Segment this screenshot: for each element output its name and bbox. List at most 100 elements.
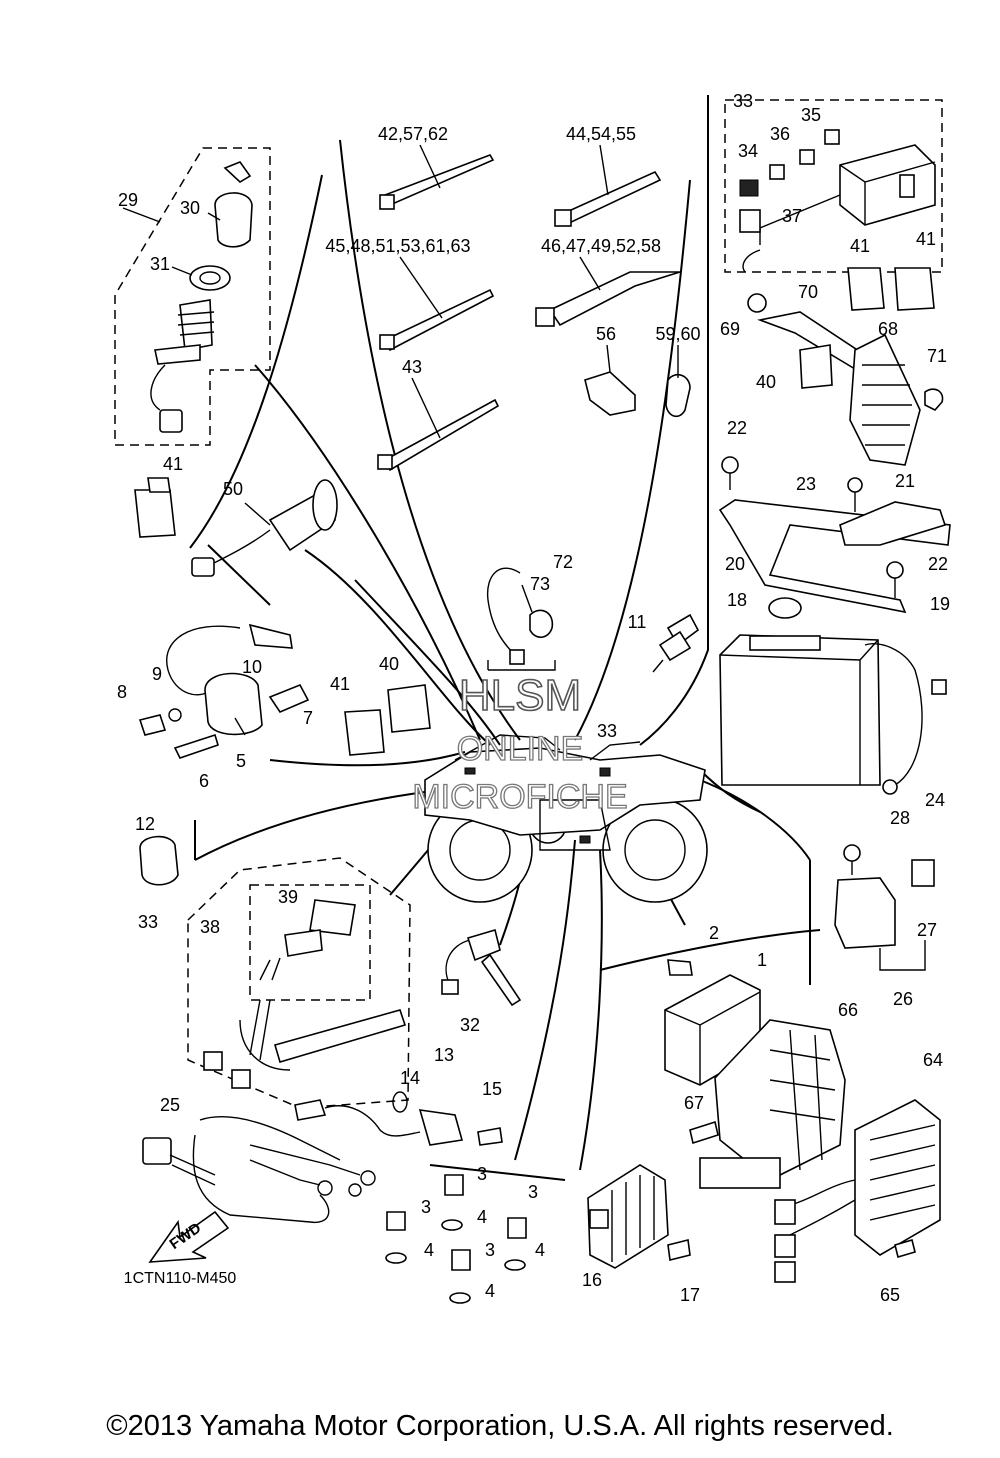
callout-10: 10 bbox=[242, 657, 262, 677]
callout-9: 9 bbox=[152, 664, 162, 684]
diagram-code: 1CTN110-M450 bbox=[124, 1270, 237, 1287]
relay-41-left bbox=[134, 477, 176, 538]
callout-37: 37 bbox=[782, 206, 802, 226]
fwd-arrow-icon: FWD bbox=[148, 1210, 230, 1263]
wire-harness-38 bbox=[203, 899, 407, 1089]
callout-4: 4 bbox=[477, 1207, 487, 1227]
spark-plug-11 bbox=[652, 613, 700, 673]
callout-67: 67 bbox=[684, 1093, 704, 1113]
callout-35: 35 bbox=[801, 105, 821, 125]
callout-22: 22 bbox=[727, 418, 747, 438]
bracket-66 bbox=[699, 1019, 846, 1189]
callout-34: 34 bbox=[738, 141, 758, 161]
callout-21: 21 bbox=[895, 471, 915, 491]
callout-1: 1 bbox=[757, 950, 767, 970]
sensor-12 bbox=[139, 835, 179, 886]
callout-20: 20 bbox=[725, 554, 745, 574]
starter-relay-26 bbox=[834, 844, 935, 971]
callout-14: 14 bbox=[400, 1068, 420, 1088]
callout-6: 6 bbox=[199, 771, 209, 791]
callout-labels: 29 30 31 41 50 42,57,62 45,48,51,53,61,6… bbox=[117, 91, 950, 1305]
socket-50 bbox=[191, 479, 338, 577]
cable-ties bbox=[377, 144, 691, 472]
callout-64: 64 bbox=[923, 1050, 943, 1070]
callout-25: 25 bbox=[160, 1095, 180, 1115]
callout-41: 41 bbox=[330, 674, 350, 694]
watermark: HLSM ONLINE MICROFICHE bbox=[412, 670, 629, 816]
callout-2: 2 bbox=[709, 923, 719, 943]
callout-3: 3 bbox=[477, 1164, 487, 1184]
sensor-72-73 bbox=[486, 567, 556, 671]
callout-31: 31 bbox=[150, 254, 170, 274]
watermark-line-1: HLSM bbox=[459, 671, 581, 720]
callout-4: 4 bbox=[535, 1240, 545, 1260]
bolts-and-washers bbox=[385, 1174, 527, 1304]
callout-18: 18 bbox=[727, 590, 747, 610]
atv-illustration bbox=[424, 734, 708, 903]
callout-11: 11 bbox=[628, 612, 647, 632]
callout-13: 13 bbox=[434, 1045, 454, 1065]
callout-29: 29 bbox=[118, 190, 138, 210]
callout-41: 41 bbox=[163, 454, 183, 474]
callout-40: 40 bbox=[756, 372, 776, 392]
callout-69: 69 bbox=[720, 319, 740, 339]
callout-41: 41 bbox=[916, 229, 936, 249]
callout-16: 16 bbox=[582, 1270, 602, 1290]
callout-46-47-49-52-58: 46,47,49,52,58 bbox=[541, 236, 661, 256]
callout-3: 3 bbox=[421, 1197, 431, 1217]
callout-33: 33 bbox=[733, 91, 753, 111]
callout-24: 24 bbox=[925, 790, 945, 810]
callout-42-57-62: 42,57,62 bbox=[378, 124, 448, 144]
callout-41: 41 bbox=[850, 236, 870, 256]
callout-33: 33 bbox=[138, 912, 158, 932]
battery-region bbox=[718, 456, 951, 795]
watermark-line-3: MICROFICHE bbox=[412, 778, 627, 816]
sensor-32 bbox=[441, 928, 522, 1007]
callout-43: 43 bbox=[402, 357, 422, 377]
callout-27: 27 bbox=[917, 920, 937, 940]
callout-65: 65 bbox=[880, 1285, 900, 1305]
main-switch-assembly bbox=[122, 161, 253, 433]
callout-44-54-55: 44,54,55 bbox=[566, 124, 636, 144]
callout-3: 3 bbox=[528, 1182, 538, 1202]
callout-19: 19 bbox=[930, 594, 950, 614]
wire-lead-25 bbox=[142, 1116, 376, 1224]
bolt-67 bbox=[689, 1120, 719, 1145]
callout-39: 39 bbox=[278, 887, 298, 907]
callout-8: 8 bbox=[117, 682, 127, 702]
section-dividers bbox=[189, 95, 821, 1181]
callout-33: 33 bbox=[597, 721, 617, 741]
callout-68: 68 bbox=[878, 319, 898, 339]
relays-center bbox=[344, 684, 431, 756]
callout-7: 7 bbox=[303, 708, 313, 728]
callout-4: 4 bbox=[424, 1240, 434, 1260]
watermark-line-2: ONLINE bbox=[457, 730, 584, 768]
callout-70: 70 bbox=[798, 282, 818, 302]
callout-3: 3 bbox=[485, 1240, 495, 1260]
callout-38: 38 bbox=[200, 917, 220, 937]
callout-26: 26 bbox=[893, 989, 913, 1009]
callout-59-60: 59,60 bbox=[655, 324, 700, 344]
callout-28: 28 bbox=[890, 808, 910, 828]
rectifier-64 bbox=[774, 1099, 941, 1283]
copyright-notice: ©2013 Yamaha Motor Corporation, U.S.A. A… bbox=[106, 1410, 894, 1442]
ignition-coil bbox=[138, 623, 310, 759]
fuse-box-group bbox=[739, 129, 944, 466]
regulator-16 bbox=[587, 1164, 691, 1269]
callout-72: 72 bbox=[553, 552, 573, 572]
callout-5: 5 bbox=[236, 751, 246, 771]
callout-66: 66 bbox=[838, 1000, 858, 1020]
callout-73: 73 bbox=[530, 574, 550, 594]
callout-32: 32 bbox=[460, 1015, 480, 1035]
sensor-13 bbox=[294, 1091, 503, 1146]
callout-71: 71 bbox=[927, 346, 947, 366]
callout-17: 17 bbox=[680, 1285, 700, 1305]
callout-40: 40 bbox=[379, 654, 399, 674]
callout-45-48-51-53-61-63: 45,48,51,53,61,63 bbox=[325, 236, 470, 256]
callout-15: 15 bbox=[482, 1079, 502, 1099]
callout-50: 50 bbox=[223, 479, 243, 499]
callout-23: 23 bbox=[796, 474, 816, 494]
callout-36: 36 bbox=[770, 124, 790, 144]
callout-4: 4 bbox=[485, 1281, 495, 1301]
